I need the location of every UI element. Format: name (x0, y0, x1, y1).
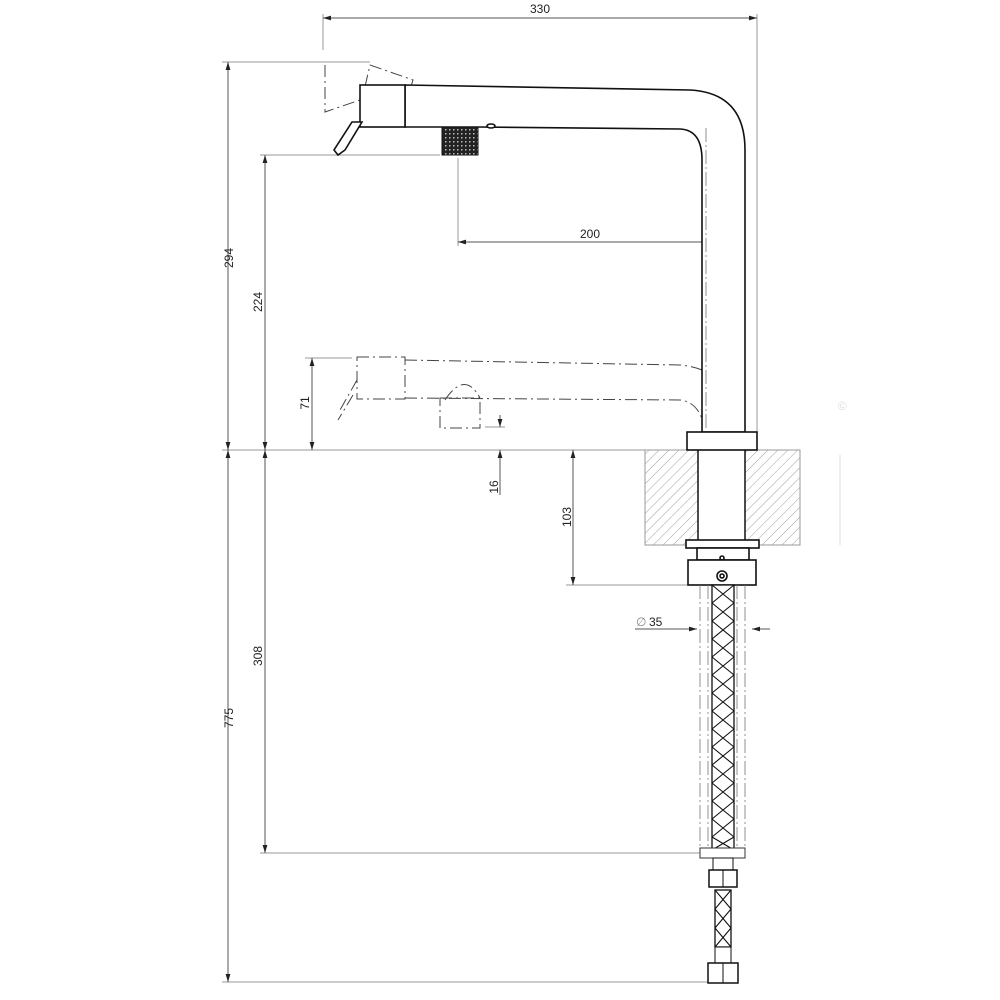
watermark: © (838, 399, 847, 413)
dim-35: 35 (649, 615, 663, 629)
dim-224: 224 (251, 292, 265, 312)
faucet-body (333, 84, 758, 451)
dim-200: 200 (580, 227, 600, 241)
lever-handle (333, 121, 364, 157)
dim-16: 16 (487, 480, 501, 494)
dim-103: 103 (560, 507, 574, 527)
dim-330: 330 (530, 2, 550, 16)
pin (486, 123, 496, 129)
dim-775: 775 (222, 708, 236, 728)
dim-71: 71 (298, 396, 312, 410)
diameter-symbol: ∅ (636, 615, 646, 629)
braided-hose (699, 584, 746, 984)
handle-body (359, 84, 406, 128)
countertop-section (644, 449, 841, 546)
dim-308: 308 (251, 646, 265, 666)
mounting-assembly (685, 450, 760, 850)
base-collar (686, 431, 758, 451)
lowered-spout-phantom (337, 356, 741, 431)
knurled-aerator (441, 126, 479, 156)
hose-ferrule (699, 847, 746, 859)
dimension-lines (225, 15, 770, 982)
dim-294: 294 (222, 248, 236, 268)
